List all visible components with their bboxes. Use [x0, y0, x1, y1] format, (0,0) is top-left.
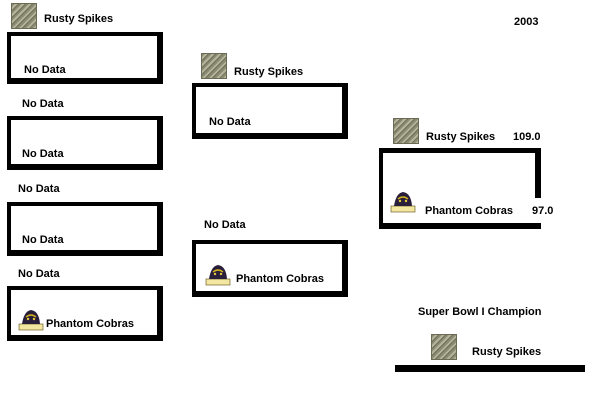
- r1-m4-top-team: No Data: [18, 268, 60, 280]
- r1-m1-bottom-team: No Data: [24, 64, 66, 76]
- r1-matchup-3-box: [7, 202, 163, 256]
- r1-matchup-1-box: [7, 32, 163, 84]
- r1-m2-bottom-team: No Data: [22, 148, 64, 160]
- champion-heading: Super Bowl I Champion: [418, 306, 542, 318]
- rusty-spikes-helmet-icon: [431, 334, 457, 360]
- rusty-spikes-helmet-icon: [201, 53, 227, 79]
- rusty-spikes-helmet-icon: [393, 118, 419, 144]
- r1-matchup-2-box: [7, 116, 163, 170]
- phantom-cobras-logo-icon: [390, 192, 416, 213]
- season-year: 2003: [514, 16, 539, 28]
- final-bracket-right-line: [535, 148, 541, 198]
- final-bottom-score: 97.0: [532, 205, 554, 217]
- final-bracket-top-line: [379, 148, 541, 153]
- r2-m1-top-team: Rusty Spikes: [234, 66, 304, 78]
- r2-m1-bottom-team: No Data: [209, 116, 251, 128]
- r1-m2-top-team: No Data: [22, 98, 64, 110]
- r2-matchup-1-box: [192, 83, 348, 139]
- phantom-cobras-logo-icon: [205, 265, 231, 286]
- r1-m4-bottom-team: Phantom Cobras: [46, 318, 135, 330]
- r1-m1-top-team: Rusty Spikes: [44, 13, 114, 25]
- r1-m3-top-team: No Data: [18, 183, 60, 195]
- final-bottom-team: Phantom Cobras: [425, 205, 514, 217]
- r2-m2-top-team: No Data: [204, 219, 246, 231]
- phantom-cobras-logo-icon: [18, 310, 44, 331]
- r2-m2-bottom-team: Phantom Cobras: [236, 273, 325, 285]
- final-top-team: Rusty Spikes: [426, 131, 496, 143]
- rusty-spikes-helmet-icon: [11, 3, 37, 29]
- final-bracket-left-line: [379, 148, 383, 228]
- final-bracket-bottom-line: [379, 223, 541, 229]
- champion-underline: [395, 365, 585, 372]
- champion-team: Rusty Spikes: [472, 346, 542, 358]
- final-top-score: 109.0: [513, 131, 541, 143]
- r1-m3-bottom-team: No Data: [22, 234, 64, 246]
